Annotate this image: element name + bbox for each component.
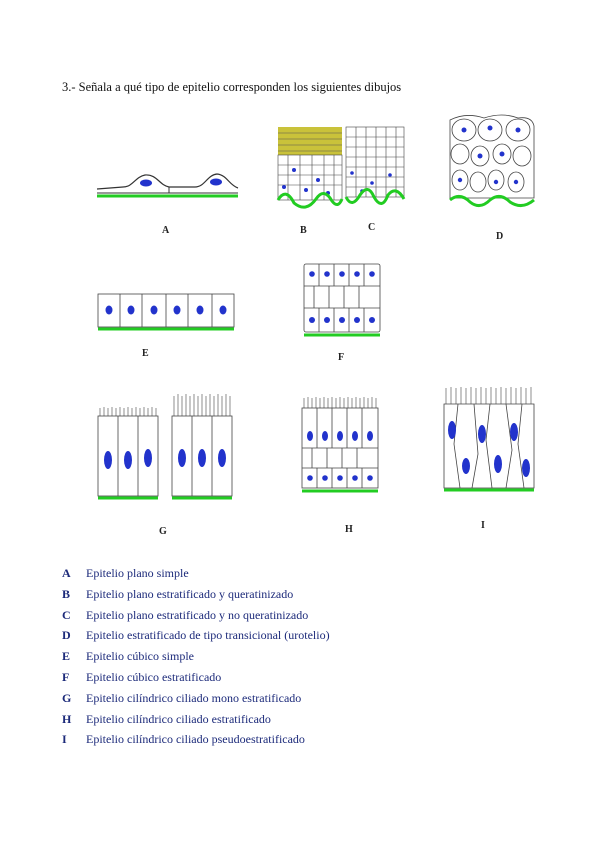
answer-key: I [62, 732, 67, 747]
answer-item: C Epitelio plano estratificado y no quera… [62, 608, 330, 629]
figure-b-drawing [276, 127, 344, 209]
answer-text: Epitelio cilíndrico ciliado mono estrati… [86, 690, 302, 705]
figure-f-drawing [303, 263, 381, 337]
answer-key: C [62, 607, 71, 622]
answer-item: F Epitelio cúbico estratificado [62, 670, 330, 691]
answer-item: H Epitelio cilíndrico ciliado estratifica… [62, 712, 330, 733]
figure-i-label: I [481, 520, 485, 531]
answer-key: B [62, 586, 71, 601]
figure-b-label: B [300, 225, 307, 236]
figure-e-label: E [142, 348, 149, 359]
answer-text: Epitelio cilíndrico ciliado pseudoestrat… [86, 732, 305, 747]
answer-item: D Epitelio estratificado de tipo transici… [62, 628, 330, 649]
figure-a-drawing [96, 173, 239, 198]
figure-d-label: D [496, 231, 504, 242]
figure-c-label: C [368, 222, 376, 233]
figure-e-drawing [97, 293, 235, 331]
answer-item: E Epitelio cúbico simple [62, 649, 330, 670]
answer-text: Epitelio cúbico simple [86, 649, 194, 664]
answer-text: Epitelio plano estratificado y queratini… [86, 586, 294, 601]
answer-text: Epitelio plano estratificado y no querat… [86, 607, 309, 622]
figure-h-drawing [301, 397, 379, 493]
answer-text: Epitelio cúbico estratificado [86, 669, 222, 684]
figure-d-drawing [449, 114, 535, 207]
answer-item: B Epitelio plano estratificado y queratin… [62, 587, 330, 608]
answer-key: D [62, 628, 71, 643]
answer-key: G [62, 690, 72, 705]
answer-key: F [62, 669, 70, 684]
question-text: 3.- Señala a qué tipo de epitelio corres… [62, 80, 402, 94]
figure-f-label: F [338, 352, 345, 363]
answer-list: A Epitelio plano simple B Epitelio plano e… [62, 566, 330, 753]
figure-g-label: G [159, 526, 167, 537]
answer-key: A [62, 566, 71, 580]
answer-item: I Epitelio cilíndrico ciliado pseudoestra… [62, 732, 330, 753]
answer-text: Epitelio plano simple [86, 566, 189, 580]
answer-text: Epitelio estratificado de tipo transicio… [86, 628, 330, 643]
figure-i-drawing [443, 387, 535, 492]
answer-item: G Epitelio cilíndrico ciliado mono estrat… [62, 691, 330, 712]
figure-a-label: A [162, 225, 170, 236]
answer-text: Epitelio cilíndrico ciliado estratificad… [86, 711, 271, 726]
answer-item: A Epitelio plano simple [62, 566, 330, 587]
figure-h-label: H [345, 524, 353, 535]
figure-c-drawing [344, 126, 406, 205]
answer-key: H [62, 711, 72, 726]
figure-g-drawing [97, 394, 233, 500]
answer-key: E [62, 649, 71, 664]
